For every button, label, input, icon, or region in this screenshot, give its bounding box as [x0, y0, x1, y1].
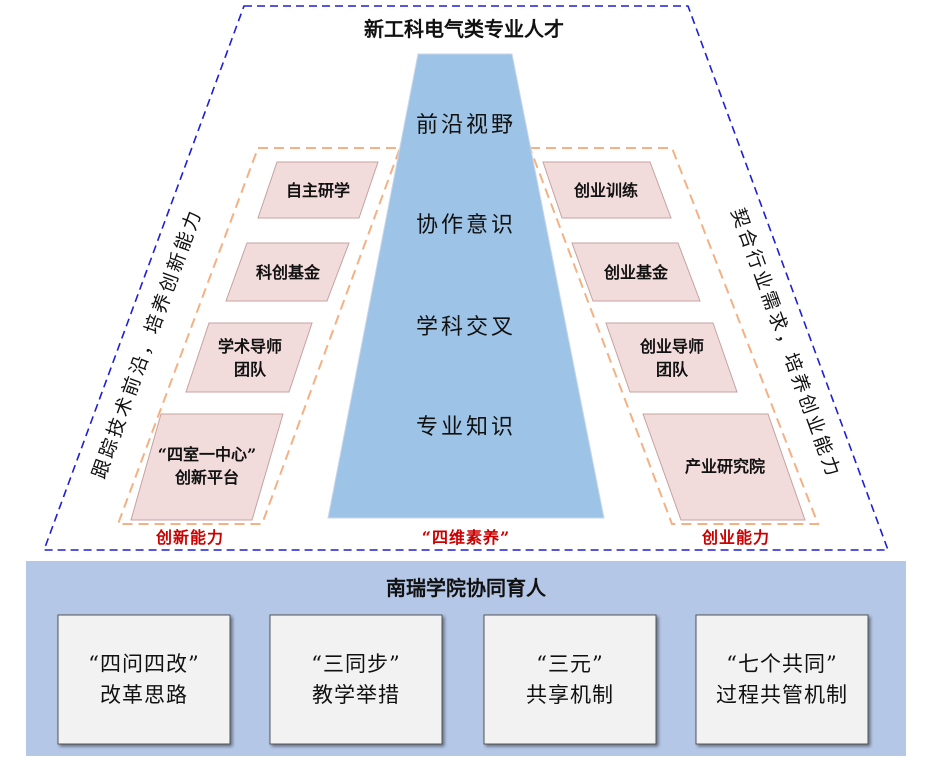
- bottom-box-3-line2: 共享机制: [526, 682, 614, 707]
- pillar-item-1: 前沿视野: [415, 113, 516, 138]
- left-item-3: 学术导师 团队: [190, 323, 310, 392]
- bottom-box-4-line1: “七个共同”: [726, 651, 838, 676]
- left-item-4-line1: “四室一中心”: [157, 445, 257, 464]
- top-title: 新工科电气类专业人才: [364, 16, 564, 41]
- bottom-title: 南瑞学院协同育人: [386, 575, 546, 600]
- left-item-4-line2: 创新平台: [174, 468, 239, 487]
- bottom-box-3: “三元” 共享机制: [484, 615, 656, 744]
- bottom-box-1-line2: 改革思路: [100, 682, 188, 707]
- bottom-box-shape-4: [695, 614, 869, 745]
- right-item-shape-3: [605, 322, 738, 393]
- left-item-1-line1: 自主研学: [285, 180, 350, 200]
- right-dashed-frame: [528, 147, 820, 525]
- right-item-1-line1: 创业训练: [573, 180, 638, 200]
- right-item-shape-4: [642, 413, 806, 521]
- bottom-box-4-line2: 过程共管机制: [716, 682, 848, 707]
- right-caption: 创业能力: [701, 528, 770, 547]
- left-item-shape-3: [185, 322, 313, 393]
- bottom-box-2-line2: 教学举措: [312, 682, 400, 707]
- pillar-item-3: 学科交叉: [415, 315, 516, 340]
- right-item-2: 创业基金: [576, 243, 696, 301]
- bottom-box-2-line1: “三同步”: [311, 651, 401, 676]
- central-pillar: [327, 53, 605, 519]
- bottom-box-3-line1: “三元”: [536, 651, 604, 676]
- bottom-box-shape-1: [57, 614, 231, 745]
- right-item-3: 创业导师 团队: [612, 323, 732, 392]
- left-item-3-line1: 学术导师: [217, 336, 282, 356]
- right-item-shape-1: [542, 161, 672, 219]
- right-item-1: 创业训练: [546, 162, 666, 218]
- left-item-2: 科创基金: [228, 243, 348, 301]
- right-item-3-line1: 创业导师: [639, 336, 704, 356]
- bottom-box-1: “四问四改” 改革思路: [58, 615, 230, 744]
- right-item-4: 产业研究院: [660, 436, 790, 496]
- right-item-3-line2: 团队: [655, 359, 688, 379]
- outer-dashed-frame: [42, 5, 890, 551]
- left-item-3-line2: 团队: [233, 359, 266, 379]
- right-item-4-line1: 产业研究院: [684, 456, 765, 476]
- left-item-1: 自主研学: [258, 162, 378, 218]
- left-item-4: “四室一中心” 创新平台: [137, 430, 277, 502]
- bottom-box-1-line1: “四问四改”: [88, 651, 200, 676]
- left-caption: 创新能力: [155, 528, 224, 547]
- left-item-shape-1: [257, 161, 379, 219]
- bottom-box-shape-2: [269, 614, 443, 745]
- pillar-item-4: 专业知识: [415, 415, 516, 440]
- bottom-box-2: “三同步” 教学举措: [270, 615, 442, 744]
- bottom-box-shape-3: [483, 614, 657, 745]
- pillar-item-2: 协作意识: [415, 213, 516, 238]
- bottom-box-4: “七个共同” 过程共管机制: [696, 615, 868, 744]
- left-item-shape-4: [130, 413, 284, 521]
- right-item-shape-2: [571, 242, 701, 302]
- center-caption: “四维素养”: [421, 528, 511, 547]
- left-item-shape-2: [225, 242, 350, 302]
- left-dashed-frame: [116, 147, 402, 525]
- right-item-2-line1: 创业基金: [603, 262, 668, 282]
- left-item-2-line1: 科创基金: [255, 262, 320, 282]
